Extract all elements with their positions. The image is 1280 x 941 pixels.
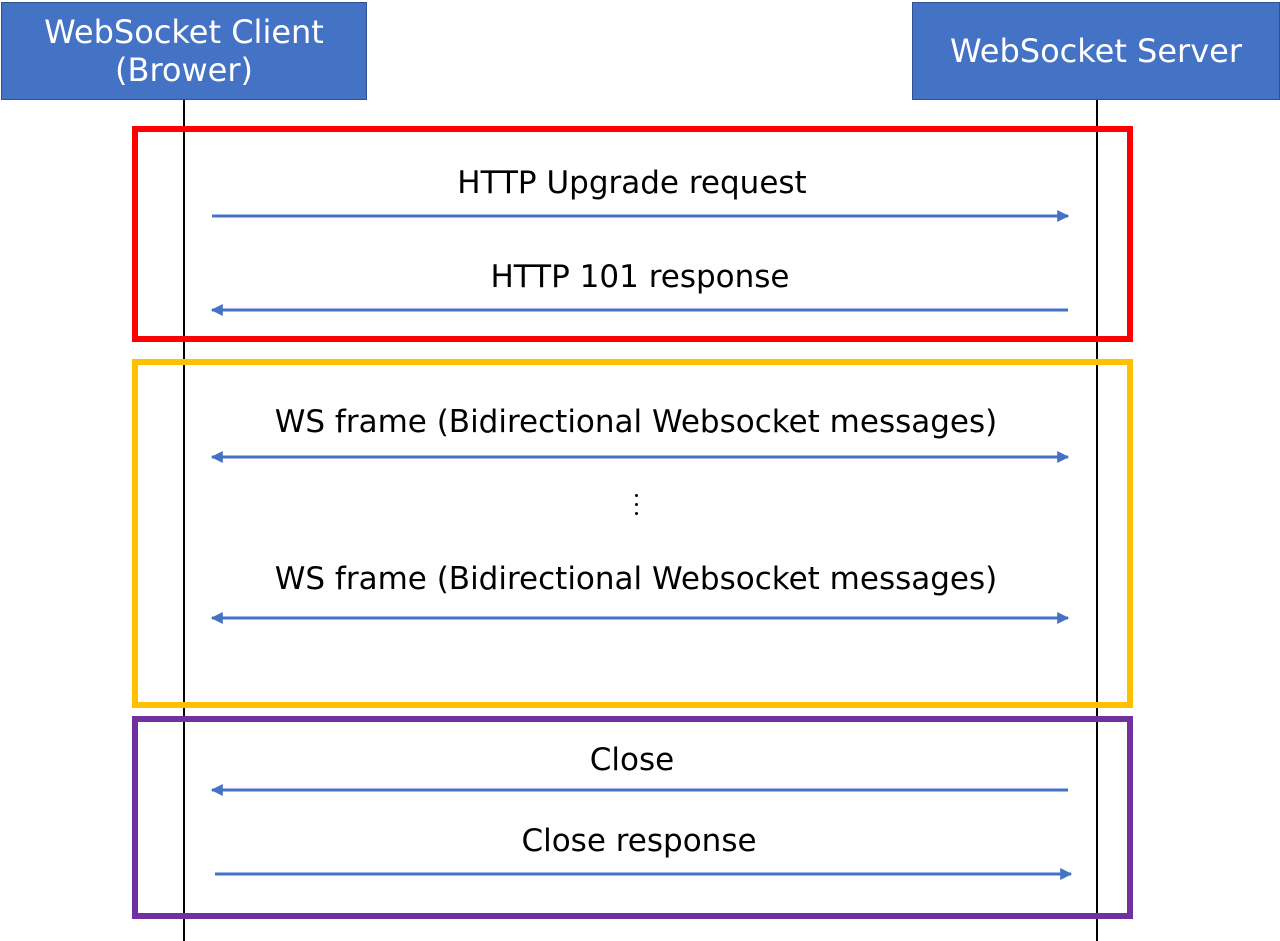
handshake-frame [132, 126, 1133, 342]
server-actor-label: WebSocket Server [950, 32, 1242, 70]
server-actor-box: WebSocket Server [912, 2, 1280, 100]
data-transfer-frame [132, 359, 1133, 708]
client-actor-subtitle: (Brower) [115, 51, 253, 89]
ellipsis-vertical-icon [626, 494, 646, 521]
client-actor-box: WebSocket Client (Brower) [1, 2, 367, 100]
close-frame [132, 716, 1133, 919]
close-label: Close [589, 742, 675, 778]
upgrade-request-label: HTTP Upgrade request [457, 165, 807, 201]
http-101-response-label: HTTP 101 response [490, 259, 790, 295]
server-actor-title: WebSocket Server [950, 32, 1242, 70]
close-response-label: Close response [521, 823, 757, 859]
client-actor-title: WebSocket Client [44, 13, 324, 51]
ws-frame-label-2: WS frame (Bidirectional Websocket messag… [274, 561, 998, 597]
ws-frame-label-1: WS frame (Bidirectional Websocket messag… [274, 404, 998, 440]
client-actor-label: WebSocket Client (Brower) [44, 13, 324, 89]
